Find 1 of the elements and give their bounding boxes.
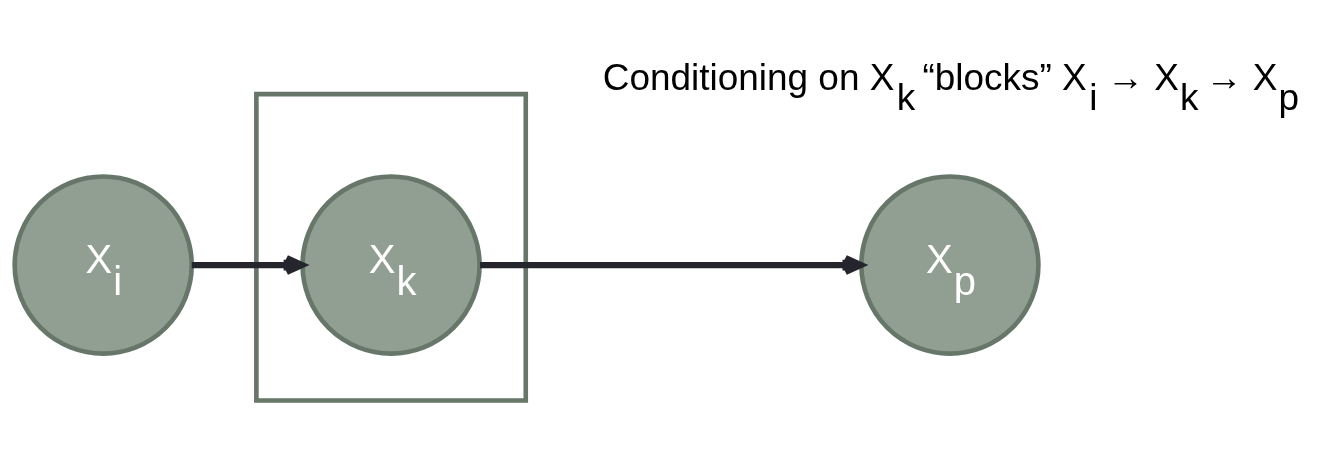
cluster (254, 91, 529, 403)
